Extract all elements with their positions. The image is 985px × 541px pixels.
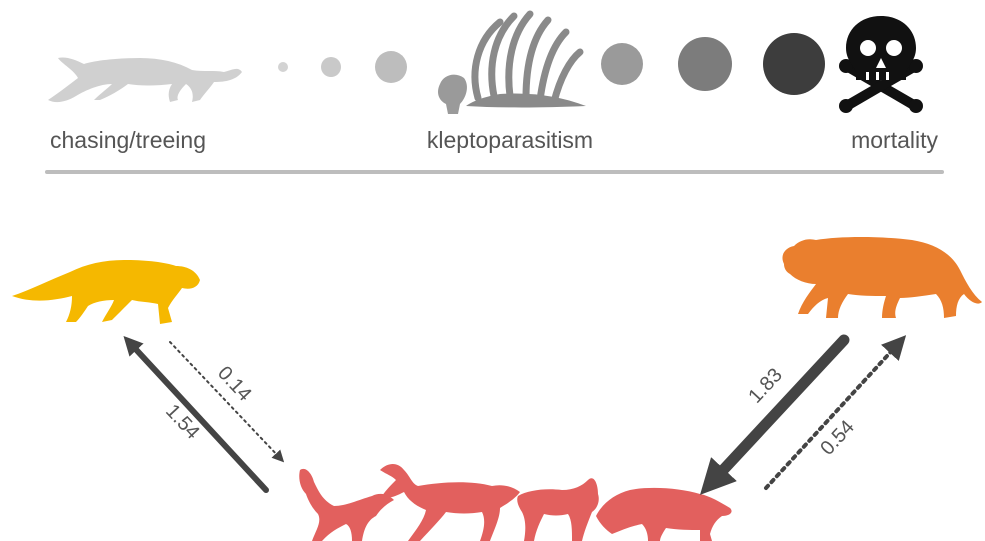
severity-step: [601, 43, 643, 85]
link-canids-to-tiger: [766, 344, 898, 488]
link-canids-to-leopard: [130, 343, 266, 490]
scale-label-right: mortality: [851, 127, 938, 153]
link-label-0.14: 0.14: [213, 362, 256, 405]
severity-step: [321, 57, 341, 77]
wild-dog-pack-icon: [299, 464, 731, 541]
severity-step: [278, 62, 288, 72]
scale-label-center: kleptoparasitism: [427, 127, 593, 153]
scale-label-left: chasing/treeing: [50, 127, 206, 153]
puma-silhouette-icon: [48, 57, 242, 102]
link-label-1.54: 1.54: [161, 400, 204, 443]
tiger-icon: [782, 237, 982, 318]
leopard-icon: [12, 260, 200, 324]
severity-step: [678, 37, 732, 91]
link-label-0.54: 0.54: [816, 416, 859, 459]
skull-crossbones-icon: [839, 16, 923, 113]
severity-step: [375, 51, 407, 83]
severity-step: [763, 33, 825, 95]
carcass-icon: [438, 14, 586, 114]
link-tiger-to-canids: [712, 340, 844, 482]
